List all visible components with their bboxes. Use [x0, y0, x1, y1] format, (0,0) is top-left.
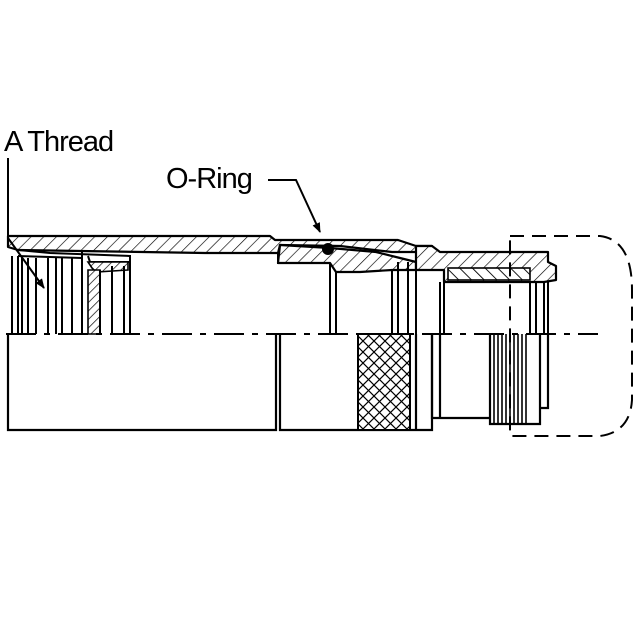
rear-shell-exterior [430, 334, 550, 426]
a-thread-label: A Thread [4, 126, 113, 158]
nut-bore-step [129, 253, 331, 334]
coupling-nut-section [6, 234, 434, 255]
o-ring-leader [268, 179, 321, 233]
o-ring-dot [322, 243, 334, 255]
optional-backshell-outline [509, 235, 633, 437]
coupling-nut-inner-wall [17, 249, 131, 263]
wave-spring-section [87, 269, 101, 335]
a-thread-leader [7, 158, 45, 289]
inner-contact-tubes [335, 262, 445, 334]
insert-band [447, 267, 531, 281]
body-flange-section [276, 243, 418, 274]
rear-knurl-lines [493, 334, 527, 424]
knurled-grip [357, 333, 411, 431]
thread-lines [11, 252, 83, 334]
coupling-nut-exterior [6, 334, 278, 432]
spring-retainer-lines [99, 266, 125, 334]
o-ring-label: O-Ring [166, 163, 252, 195]
rear-end-lines [529, 282, 549, 334]
